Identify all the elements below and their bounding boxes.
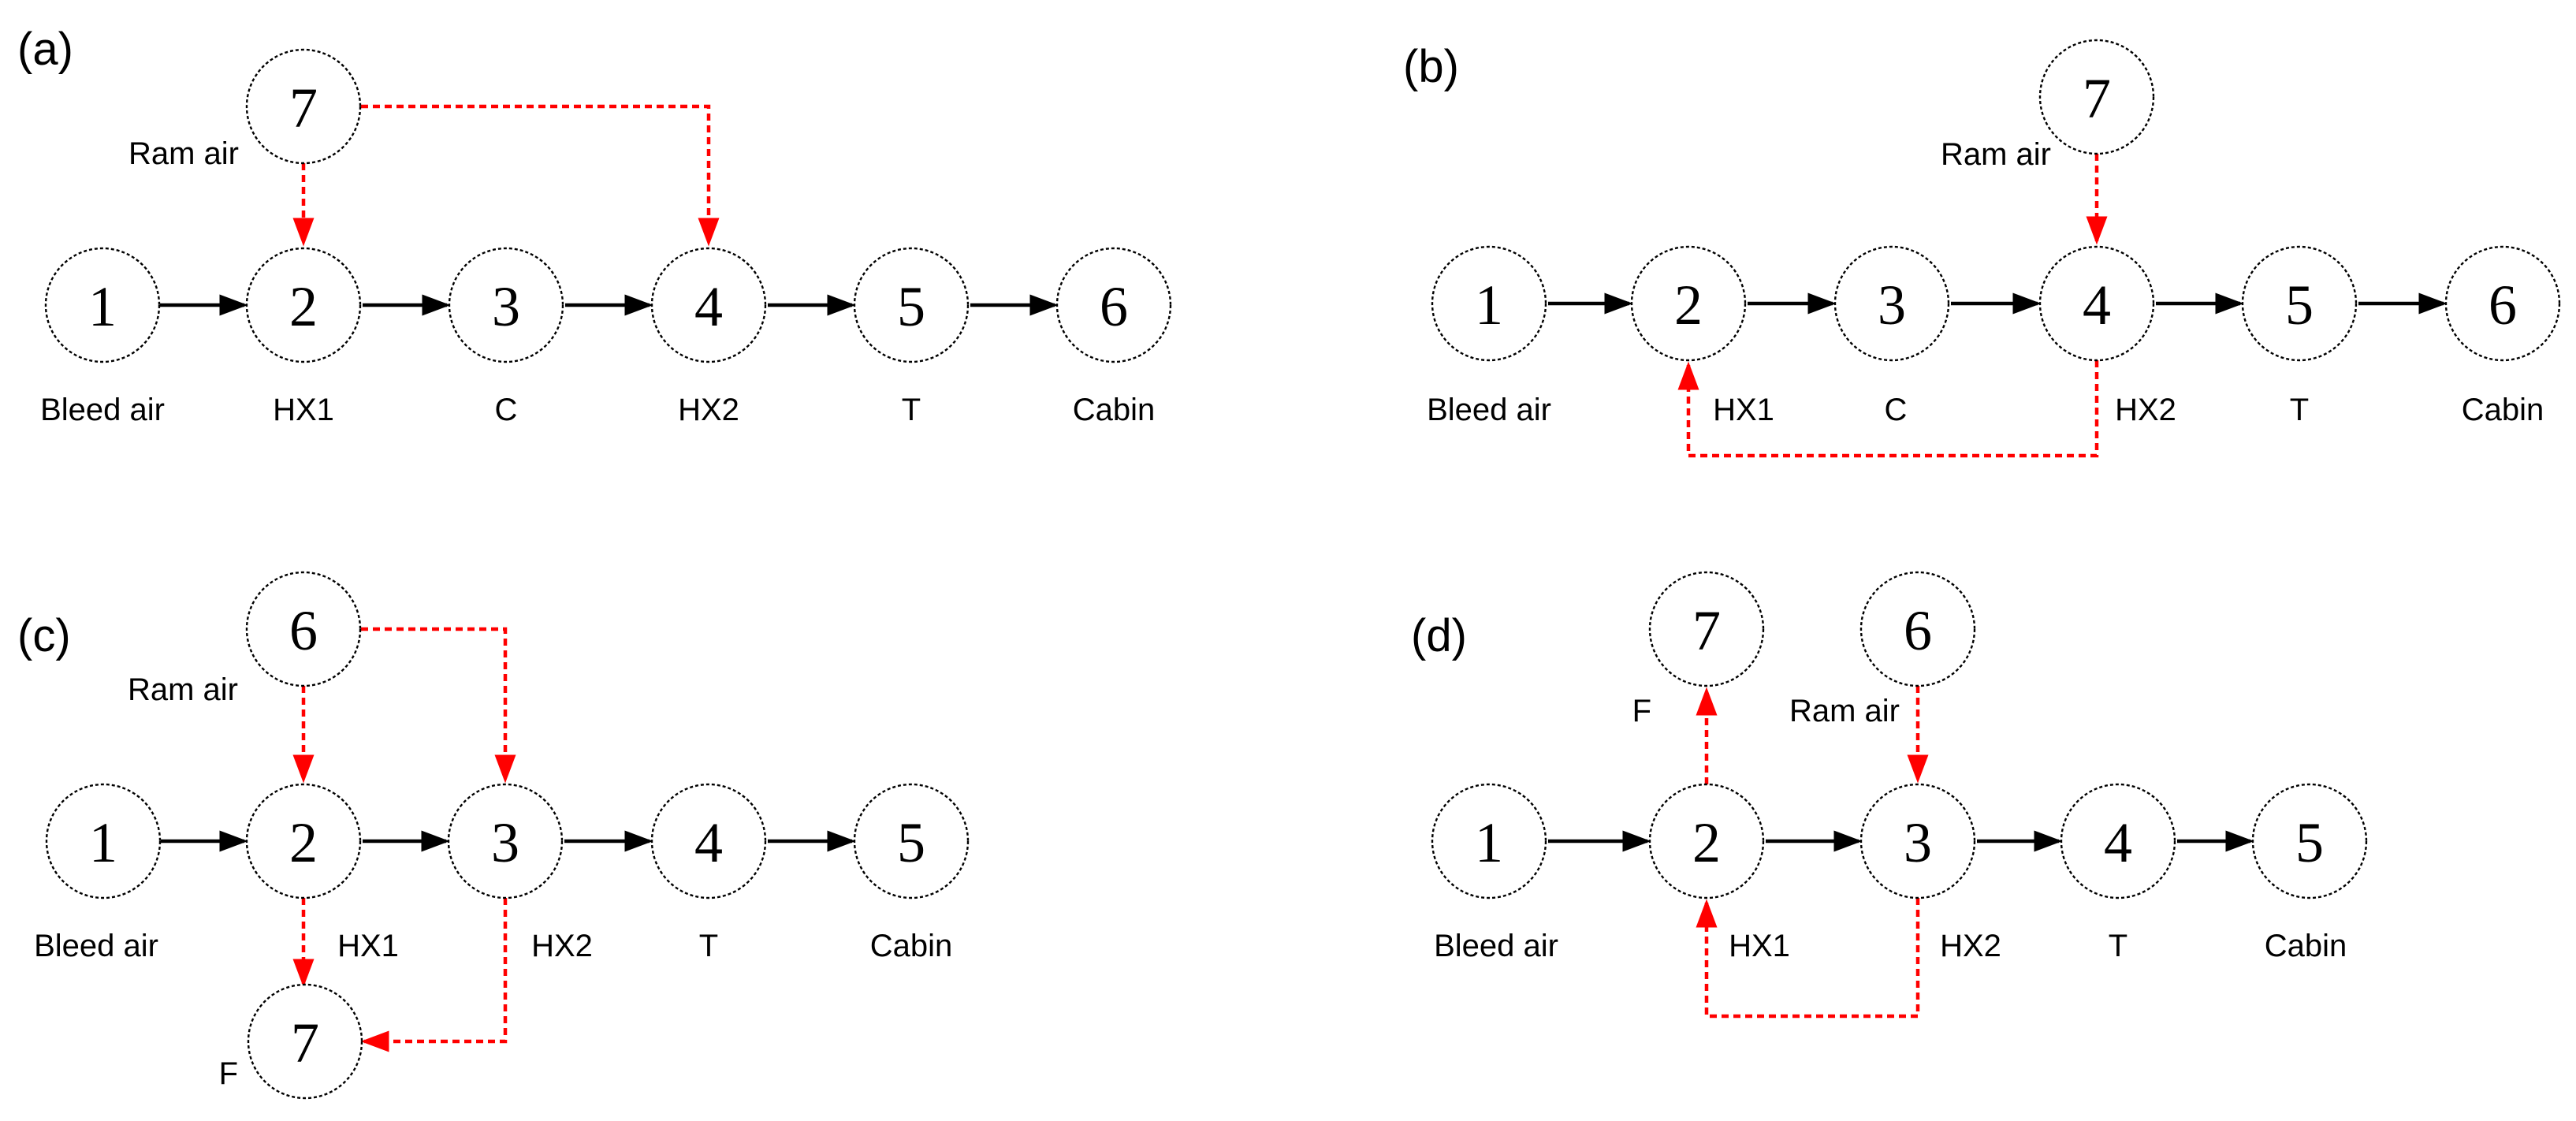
node-label-ram-air: Ram air — [1789, 694, 1900, 728]
arrow-a-7-4 — [361, 104, 720, 247]
node-b-5: 5 — [2241, 245, 2358, 362]
node-c-7: 7 — [247, 983, 363, 1100]
arrow-c-3-7 — [360, 898, 508, 1052]
panel-label-a: (a) — [17, 24, 73, 75]
node-number: 2 — [1692, 811, 1721, 874]
panel-label-b: (b) — [1403, 41, 1459, 92]
node-b-6: 6 — [2444, 245, 2561, 362]
node-number: 2 — [1674, 274, 1703, 337]
node-number: 6 — [2489, 274, 2517, 337]
node-number: 4 — [694, 275, 723, 338]
panel-label-c: (c) — [17, 610, 71, 661]
node-a-4: 4 — [650, 247, 767, 363]
node-number: 4 — [2104, 811, 2132, 874]
node-c-2: 2 — [245, 783, 362, 899]
node-number: 4 — [2083, 274, 2111, 337]
node-number: 3 — [1904, 811, 1932, 874]
node-number: 5 — [2295, 811, 2324, 874]
node-number: 1 — [88, 275, 117, 338]
node-d-6: 6 — [1859, 571, 1976, 687]
node-number: 3 — [1878, 274, 1906, 337]
panel-label-d: (d) — [1411, 610, 1467, 661]
node-number: 1 — [1475, 811, 1503, 874]
node-label-ram-air: Ram air — [1941, 137, 2051, 172]
arrow-d-3-2 — [1696, 898, 1920, 1019]
node-label-t: T — [2109, 929, 2127, 963]
node-number: 7 — [2083, 67, 2111, 130]
node-number: 6 — [1904, 599, 1932, 662]
node-number: 2 — [289, 811, 318, 874]
node-b-1: 1 — [1431, 245, 1547, 362]
node-d-7: 7 — [1648, 571, 1765, 687]
node-label-hx1: HX1 — [1729, 929, 1790, 963]
node-c-1: 1 — [45, 783, 162, 899]
arrow-c-6-3 — [361, 627, 516, 784]
node-number: 1 — [89, 811, 117, 874]
node-label-hx1: HX1 — [337, 929, 399, 963]
node-label-hx2: HX2 — [678, 393, 739, 427]
node-a-6: 6 — [1055, 247, 1172, 363]
node-c-3: 3 — [447, 783, 564, 899]
node-d-1: 1 — [1431, 783, 1547, 899]
node-a-2: 2 — [245, 247, 362, 363]
node-number: 6 — [289, 599, 318, 662]
node-c-4: 4 — [650, 783, 767, 899]
node-number: 2 — [289, 275, 318, 338]
arrow-b-4-2 — [1677, 360, 2099, 458]
node-label-f: F — [1632, 694, 1651, 728]
node-a-7: 7 — [245, 48, 362, 165]
node-label-hx2: HX2 — [2115, 393, 2176, 427]
node-number: 7 — [289, 76, 318, 140]
node-c-6: 6 — [245, 571, 362, 687]
panel-c: (c) 1 Bleed air 2 HX1 3 HX2 4 T — [17, 571, 970, 1100]
node-number: 7 — [1692, 599, 1721, 662]
node-c-5: 5 — [853, 783, 970, 899]
node-number: 3 — [492, 275, 520, 338]
node-label-cabin: Cabin — [2265, 929, 2347, 963]
panel-a: (a) 1 Bleed air 2 HX1 3 C 4 HX2 — [17, 24, 1172, 427]
node-label-bleed-air: Bleed air — [34, 929, 158, 963]
node-label-hx2: HX2 — [1940, 929, 2001, 963]
node-label-cabin: Cabin — [870, 929, 953, 963]
node-d-2: 2 — [1648, 783, 1765, 899]
node-label-c: C — [1885, 393, 1908, 427]
node-number: 3 — [491, 811, 519, 874]
node-number: 7 — [291, 1011, 319, 1074]
node-label-t: T — [2290, 393, 2309, 427]
node-a-5: 5 — [853, 247, 970, 363]
node-number: 5 — [897, 811, 925, 874]
node-label-ram-air: Ram air — [128, 136, 239, 171]
node-b-4: 4 — [2038, 245, 2155, 362]
node-label-bleed-air: Bleed air — [40, 393, 165, 427]
node-label-hx1: HX1 — [1713, 393, 1774, 427]
node-d-5: 5 — [2251, 783, 2368, 899]
node-a-1: 1 — [44, 247, 161, 363]
node-b-7: 7 — [2038, 39, 2155, 155]
node-a-3: 3 — [448, 247, 564, 363]
node-label-bleed-air: Bleed air — [1434, 929, 1558, 963]
panel-b: (b) 1 Bleed air 2 HX1 3 C 4 HX2 — [1403, 39, 2561, 458]
node-label-t: T — [699, 929, 718, 963]
node-number: 5 — [2285, 274, 2314, 337]
node-number: 5 — [897, 275, 925, 338]
node-label-cabin: Cabin — [2462, 393, 2544, 427]
node-d-3: 3 — [1859, 783, 1976, 899]
node-label-f: F — [219, 1056, 238, 1091]
node-label-hx1: HX1 — [273, 393, 334, 427]
node-d-4: 4 — [2060, 783, 2176, 899]
node-b-3: 3 — [1833, 245, 1950, 362]
node-label-hx2: HX2 — [531, 929, 593, 963]
node-label-c: C — [495, 393, 518, 427]
node-number: 6 — [1100, 275, 1128, 338]
node-label-ram-air: Ram air — [128, 672, 238, 707]
node-b-2: 2 — [1630, 245, 1747, 362]
node-number: 4 — [694, 811, 723, 874]
node-label-bleed-air: Bleed air — [1427, 393, 1551, 427]
node-number: 1 — [1475, 274, 1503, 337]
node-label-t: T — [902, 393, 921, 427]
node-label-cabin: Cabin — [1073, 393, 1156, 427]
panel-d: (d) 1 Bleed air 2 HX1 3 HX2 4 T — [1411, 571, 2368, 1019]
